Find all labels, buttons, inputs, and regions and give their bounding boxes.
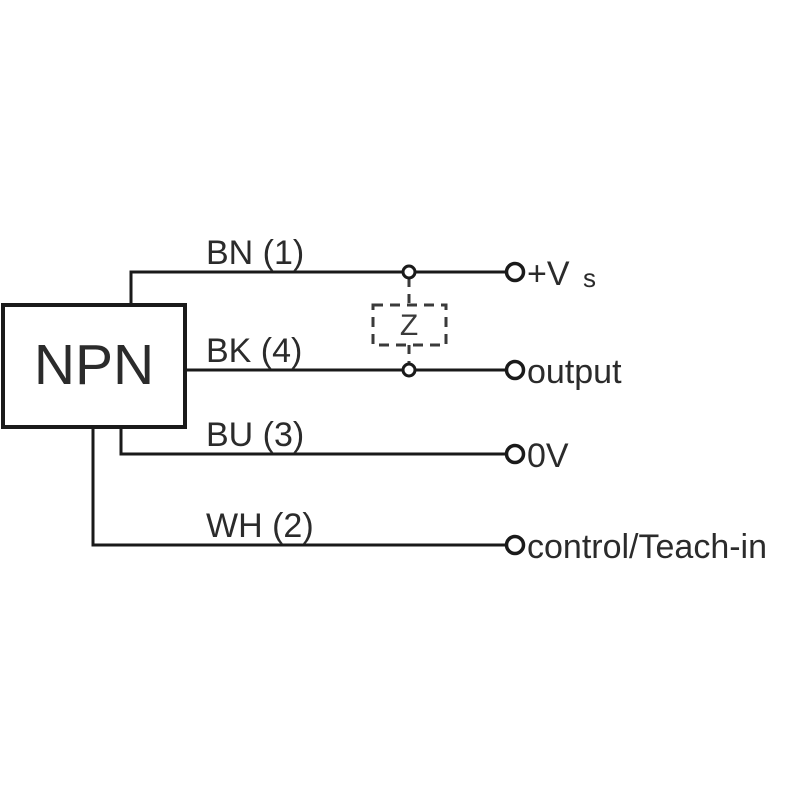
wire-label-bu: BU (3) [206,416,304,454]
junction-dot-supply [401,264,417,280]
terminal-label-control: control/Teach-in [527,528,767,566]
wire-label-bk: BK (4) [206,332,302,370]
terminal-circle-control [504,534,526,556]
wire-bu [119,425,509,456]
terminal-label-supply: +V [527,255,570,293]
load-z-box [371,303,448,347]
npn-box [1,303,187,429]
load-z-label: Z [400,309,418,342]
terminal-circle-ground [504,443,526,465]
terminal-label-supply-group: +V s [527,255,596,293]
junction-dot-output [401,362,417,378]
wire-wh [91,425,509,547]
terminal-circle-output [504,359,526,381]
npn-box-label: NPN [34,333,154,397]
wire-bn-path [129,270,406,307]
terminal-circle-supply [504,261,526,283]
wire-bu-path [119,425,509,456]
load-z-group: Z [371,278,448,364]
wire-label-wh: WH (2) [206,507,314,545]
wire-label-bn: BN (1) [206,234,304,272]
wire-bn [129,270,509,307]
wire-wh-path [91,425,509,547]
terminal-label-ground: 0V [527,437,569,475]
terminal-label-output: output [527,353,622,391]
npn-device: NPN [1,303,187,429]
terminal-label-supply-subscript: s [583,263,596,293]
